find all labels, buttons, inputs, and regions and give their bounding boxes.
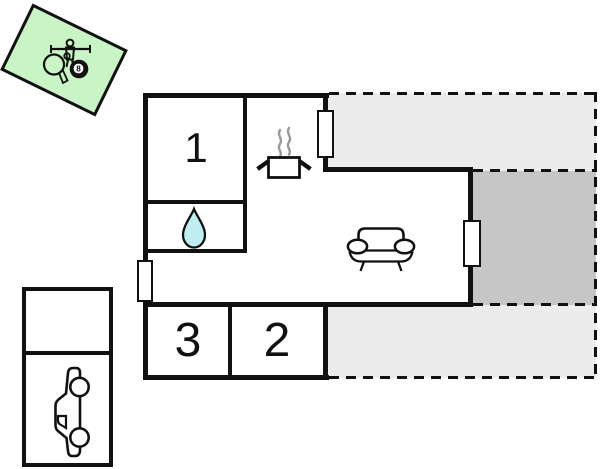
garage-box <box>22 287 113 467</box>
wall-bathroom-top <box>146 200 245 204</box>
wall-left <box>143 93 148 380</box>
terrace-right-dark <box>471 171 596 305</box>
wall-room3-room2-divider <box>228 307 232 375</box>
terrace-dashed-border-right <box>594 92 597 379</box>
wall-top <box>143 93 329 98</box>
window-hall <box>137 260 153 302</box>
wall-living-top <box>323 167 473 172</box>
wall-room1-right <box>243 93 247 253</box>
terrace-dashed-divider-upper <box>473 169 597 172</box>
room-1-label: 1 <box>184 124 208 171</box>
window-kitchen <box>317 110 334 158</box>
garage-divider <box>24 351 111 355</box>
cooking-pot-steam-icon <box>256 126 312 179</box>
terrace-bottom <box>326 305 596 378</box>
window-living <box>463 220 481 267</box>
terrace-dashed-divider-lower <box>473 303 597 306</box>
terrace-top <box>326 93 596 171</box>
wall-bottom <box>143 375 329 380</box>
wall-bathroom-bottom <box>146 249 245 253</box>
room-3-label: 3 <box>174 313 202 367</box>
games-room-box <box>0 3 128 117</box>
room-2-label: 2 <box>263 313 291 367</box>
terrace-dashed-border-bottom <box>329 376 597 379</box>
wall-room2-right <box>323 302 328 380</box>
sofa-icon <box>346 227 416 272</box>
wall-living-bottom <box>143 302 473 307</box>
terrace-dashed-border-top <box>329 92 597 95</box>
water-drop-icon <box>181 205 207 249</box>
